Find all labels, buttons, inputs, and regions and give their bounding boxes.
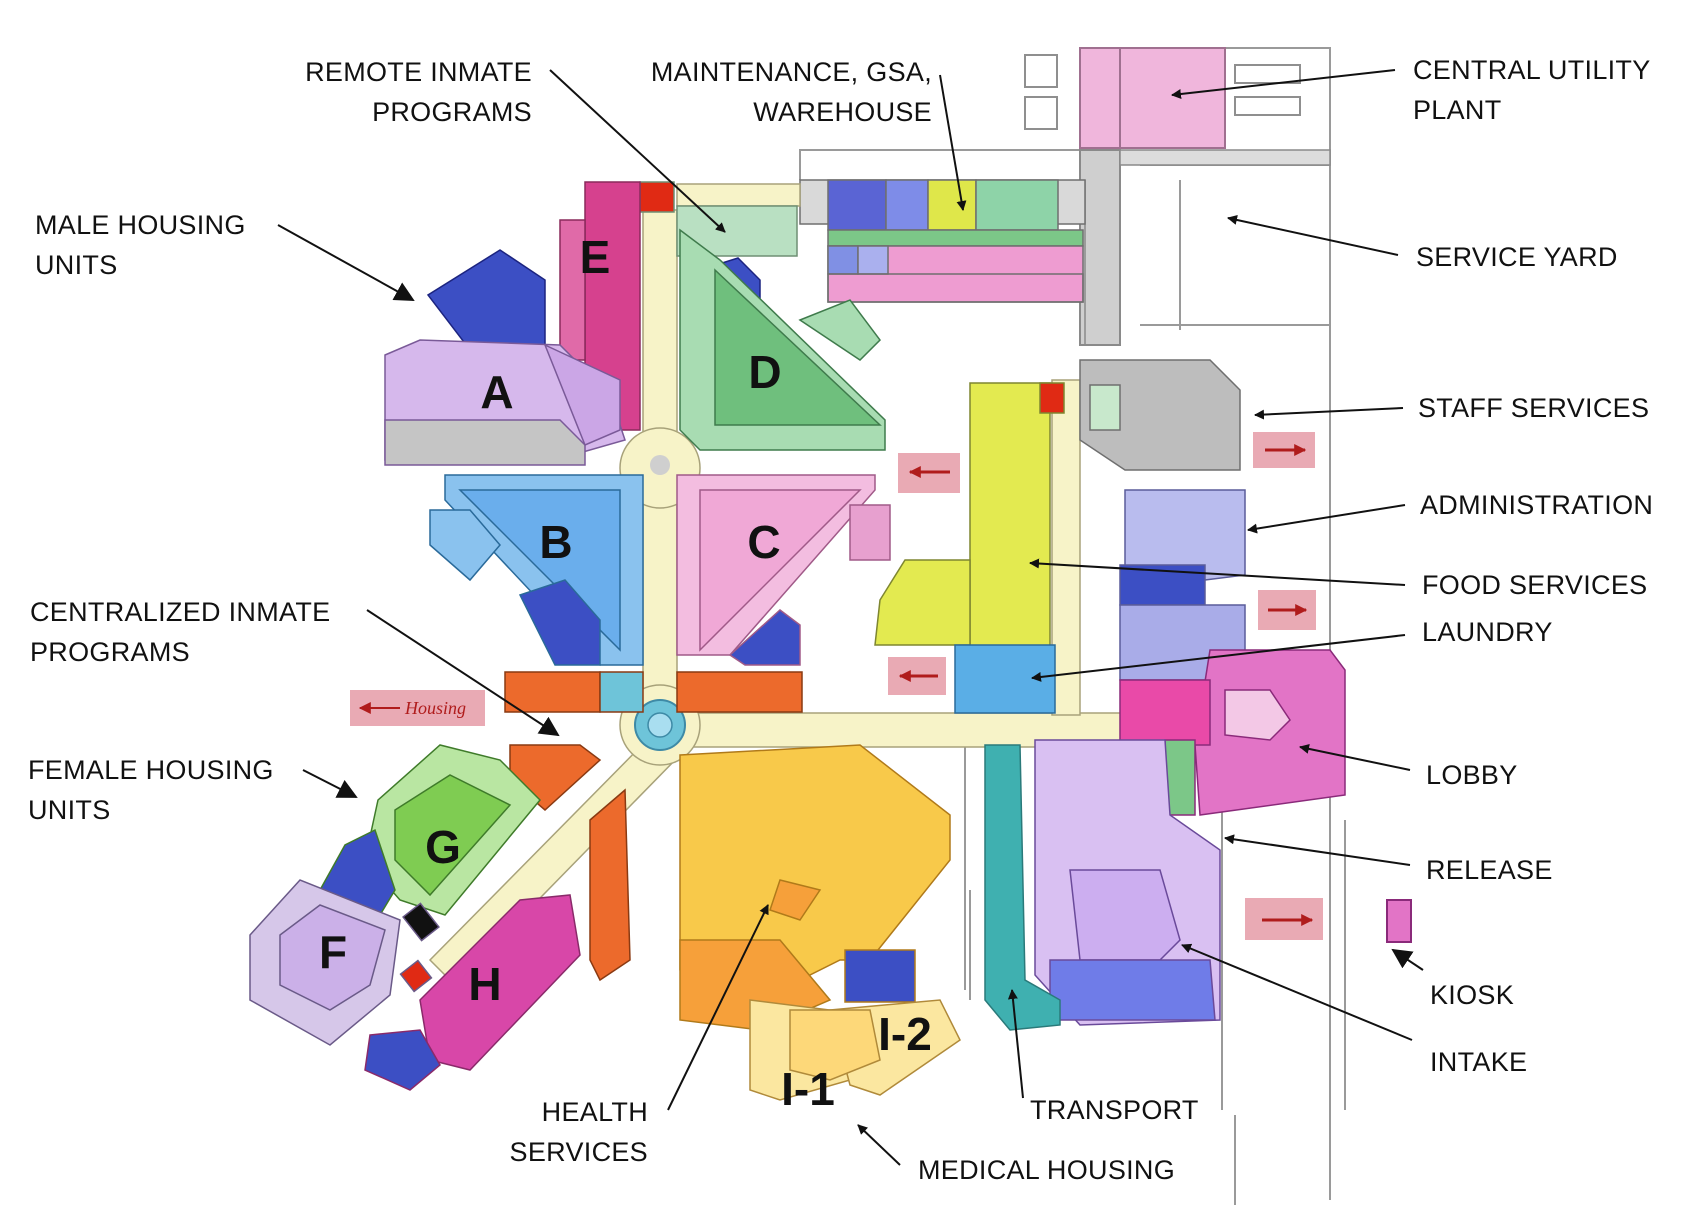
- label-intake: INTAKE: [1430, 1047, 1528, 1077]
- unit-letter-h: H: [468, 958, 501, 1010]
- service-yard-corridor: [1079, 149, 1331, 346]
- laundry: [954, 644, 1056, 714]
- unit-letter-i2: I-2: [878, 1008, 932, 1060]
- unit-g: [318, 744, 542, 916]
- label-centralized-line2: PROGRAMS: [30, 637, 190, 667]
- central-programs-hub-inner: [647, 712, 673, 738]
- sticky-notes: Housing: [350, 432, 1323, 940]
- arrow-administration: [1247, 504, 1406, 534]
- label-administration: ADMINISTRATION: [1420, 490, 1654, 520]
- arrow-transport: [1007, 989, 1024, 1099]
- label-female-housing-line2: UNITS: [28, 795, 111, 825]
- transport: [984, 744, 1061, 1031]
- label-lobby: LOBBY: [1426, 760, 1518, 790]
- central-utility-plant: [1079, 47, 1226, 149]
- label-female-housing-units: FEMALE HOUSING UNITS: [28, 750, 274, 830]
- arrow-release: [1224, 834, 1411, 866]
- label-staff-services: STAFF SERVICES: [1418, 393, 1650, 423]
- unit-b: [429, 474, 644, 666]
- arrow-male-housing: [277, 224, 415, 301]
- unit-letter-i1: I-1: [781, 1063, 835, 1115]
- label-maintenance-gsa-warehouse: MAINTENANCE, GSA, WAREHOUSE: [620, 52, 932, 132]
- arrow-maintenance: [939, 74, 967, 211]
- staff-services: [1079, 359, 1241, 471]
- label-centralized-inmate-programs: CENTRALIZED INMATE PROGRAMS: [30, 592, 330, 672]
- sticky-note-housing-text: Housing: [404, 698, 466, 718]
- label-kiosk: KIOSK: [1430, 980, 1515, 1010]
- unit-c: [676, 474, 891, 666]
- lobby: [1119, 649, 1346, 816]
- arrow-food-services: [1029, 558, 1406, 586]
- hub-marker: [650, 455, 670, 475]
- unit-a: [384, 339, 626, 466]
- sticky-note-arrow: [1245, 898, 1323, 940]
- arrow-centralized-programs: [366, 609, 560, 737]
- health-services: [679, 744, 951, 1031]
- label-remote-inmate-programs-line2: PROGRAMS: [372, 97, 532, 127]
- label-health-services-line2: SERVICES: [509, 1137, 648, 1167]
- label-transport: TRANSPORT: [1030, 1095, 1199, 1125]
- arrow-laundry: [1031, 634, 1406, 682]
- sticky-note-arrow: [888, 657, 946, 695]
- unit-letter-b: B: [539, 516, 572, 568]
- arrow-central-utility: [1171, 69, 1396, 99]
- label-food-services: FOOD SERVICES: [1422, 570, 1648, 600]
- sticky-note-arrow: [898, 453, 960, 493]
- unit-letter-c: C: [747, 516, 780, 568]
- arrow-staff-services: [1254, 407, 1404, 420]
- arrow-intake: [1181, 943, 1413, 1041]
- label-male-housing-line2: UNITS: [35, 250, 118, 280]
- label-remote-inmate-programs-line1: REMOTE INMATE: [305, 57, 532, 87]
- intake: [1034, 739, 1221, 1026]
- unit-f: [249, 879, 440, 1046]
- arrow-female-housing: [302, 769, 358, 798]
- label-central-utility-plant: CENTRAL UTILITY PLANT: [1413, 50, 1651, 130]
- arrow-health-services: [667, 904, 769, 1111]
- label-maintenance-line2: WAREHOUSE: [753, 97, 932, 127]
- sticky-note-arrow: [1258, 590, 1316, 630]
- label-maintenance-line1: MAINTENANCE, GSA,: [650, 57, 932, 87]
- unit-h: [364, 894, 581, 1091]
- outbuildings: [1024, 54, 1301, 130]
- arrow-lobby: [1299, 743, 1411, 771]
- unit-letter-g: G: [425, 821, 461, 873]
- label-female-housing-line1: FEMALE HOUSING: [28, 755, 274, 785]
- food-services: [874, 382, 1065, 649]
- unit-e: [559, 181, 641, 431]
- unit-letter-d: D: [748, 346, 781, 398]
- unit-letter-e: E: [580, 231, 611, 283]
- sticky-note-arrow: [1253, 432, 1315, 468]
- unit-letter-a: A: [480, 366, 513, 418]
- medical-housing: [749, 999, 961, 1101]
- unit-d: [679, 228, 886, 451]
- label-male-housing-line1: MALE HOUSING: [35, 210, 246, 240]
- maintenance-warehouse: [799, 179, 1086, 303]
- kiosk-block: [1386, 899, 1412, 943]
- leader-arrows: [277, 69, 1424, 1166]
- label-remote-inmate-programs: REMOTE INMATE PROGRAMS: [270, 52, 532, 132]
- label-medical-housing: MEDICAL HOUSING: [918, 1155, 1176, 1185]
- unit-letter-f: F: [319, 926, 347, 978]
- arrow-service-yard: [1227, 215, 1399, 256]
- label-health-services: HEALTH SERVICES: [480, 1092, 648, 1172]
- arrow-medical-housing: [857, 1124, 901, 1166]
- arrow-kiosk: [1391, 948, 1424, 971]
- label-central-utility-line1: CENTRAL UTILITY: [1413, 55, 1651, 85]
- label-release: RELEASE: [1426, 855, 1553, 885]
- label-central-utility-line2: PLANT: [1413, 95, 1502, 125]
- label-centralized-line1: CENTRALIZED INMATE: [30, 597, 331, 627]
- label-health-services-line1: HEALTH: [541, 1097, 648, 1127]
- label-male-housing-units: MALE HOUSING UNITS: [35, 205, 246, 285]
- unit-letters: E A D B C G F H I-1 I-2: [319, 231, 932, 1115]
- arrow-remote-programs: [549, 69, 726, 233]
- sticky-note-housing: Housing: [350, 690, 485, 726]
- label-laundry: LAUNDRY: [1422, 617, 1553, 647]
- label-service-yard: SERVICE YARD: [1416, 242, 1618, 272]
